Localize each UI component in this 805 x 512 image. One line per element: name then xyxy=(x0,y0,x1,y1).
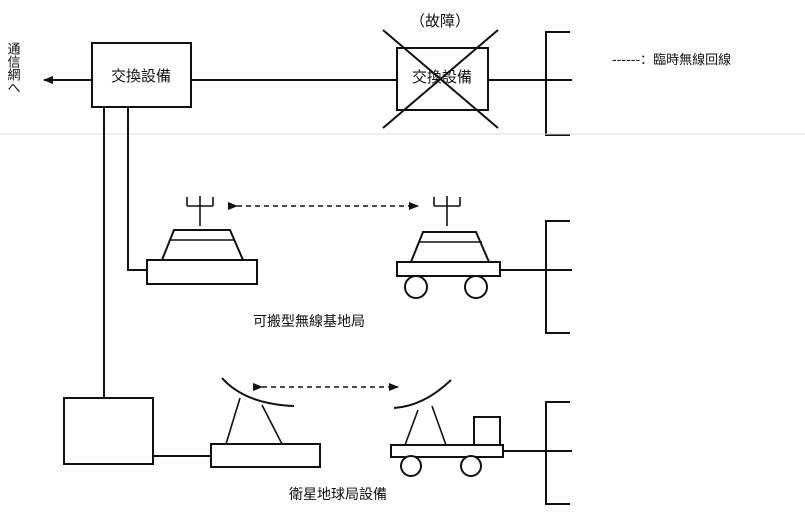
fault-cross-line xyxy=(382,29,499,129)
wheel-icon xyxy=(400,455,422,477)
exchange-left-label: 交換設備 xyxy=(111,67,171,85)
mobile-base-station-vehicle xyxy=(396,196,501,299)
to-network-label: 通信網へ xyxy=(5,42,21,94)
fault-label: （故障） xyxy=(410,12,470,30)
wheel-icon xyxy=(464,275,488,299)
wheel-icon xyxy=(460,455,482,477)
feeder-line-to-mobile-base xyxy=(127,107,147,271)
dish-icon xyxy=(221,377,295,407)
satellite-control-box xyxy=(63,397,154,465)
subscriber-bracket xyxy=(545,401,570,505)
exchange-equipment-right-failed: （故障） 交換設備 xyxy=(382,12,499,129)
mobile-base-station-label: 可搬型無線基地局 xyxy=(253,313,365,330)
satellite-vehicle xyxy=(390,379,504,477)
subscriber-bracket xyxy=(545,31,570,136)
subscriber-bracket xyxy=(545,220,570,334)
dish-icon xyxy=(393,379,452,409)
legend-temporary-radio-line: ------：臨時無線回線 xyxy=(612,52,731,68)
satellite-station-label: 衛星地球局設備 xyxy=(289,487,387,503)
exchange-equipment-left: 交換設備 xyxy=(91,42,192,108)
satellite-dish-fixed xyxy=(210,377,321,468)
wheel-icon xyxy=(404,275,428,299)
mobile-base-station-fixed xyxy=(146,196,258,285)
